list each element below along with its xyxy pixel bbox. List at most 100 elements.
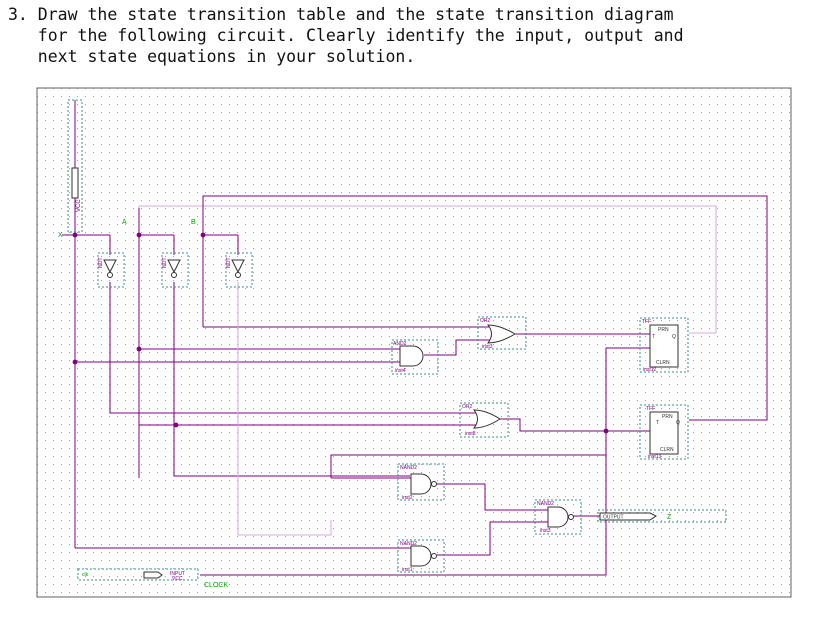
nand-gate-out-type: NAND2 [537,501,554,507]
nand-gate-a-inst: inst2 [402,495,413,501]
or-gate-top-type: OR2 [480,318,491,324]
junction-a [136,232,142,238]
nand-gate-a-type: NAND2 [400,465,417,471]
input-pin-x-frame [67,99,83,233]
tff-1-inst: inst12 [643,367,657,373]
or-gate-top-inst: inst3 [482,344,493,350]
signal-b-label: B [191,219,196,226]
nand-gate-b-inst: inst1 [402,567,413,573]
nand-gate-out: NAND2 inst3 [534,499,582,535]
tff-1-t: T [652,334,655,340]
junctions [72,232,609,434]
output-pin-z: OUTPUT Z [597,509,727,523]
tff-2-inst: inst13 [648,454,662,460]
wire-feedback-a [138,205,717,334]
input-pin-clock-body [143,571,163,579]
junction-x [72,232,78,238]
inverter-3-type: NOT [226,257,232,268]
inverter-3-bubble [235,272,241,278]
tff-2-frame [639,404,689,460]
and-gate-shape [399,345,424,367]
tff-1-clrn: CLRN [656,360,670,366]
or-gate-mid-type: OR2 [462,404,473,410]
wire-nand-b-out [437,521,548,556]
junction-b [200,232,206,238]
or-gate-top-shape [486,324,516,344]
inverter-1-type: NOT [98,257,104,268]
or-gate-mid-inst: inst8 [465,431,476,437]
tff-2-q: Q [676,420,680,426]
clock-input-text: INPUT [170,571,185,577]
clk-label: clk [82,572,89,578]
and-gate-type: AND2 [393,341,407,347]
nand-gate-a-shape [410,473,432,495]
question-line-2: for the following circuit. Clearly ident… [8,26,684,45]
nand-gate-b-frame [397,539,445,573]
tff-1-body [649,324,679,368]
inverter-3-frame [225,252,253,288]
inverter-3: NOT [225,252,253,288]
tff-2-clrn: CLRN [660,447,674,453]
inverter-2: NOT [161,252,189,288]
input-pin-clock: clk INPUT VCC CLOCK [77,568,228,589]
inverter-1: NOT [97,252,125,288]
inverter-1-shape [103,259,117,274]
nand-gate-a-bubble [431,481,437,487]
nand-gate-out-shape [547,506,569,528]
tff-1-type: TFF [642,319,651,325]
nand-gate-out-inst: inst3 [540,528,551,534]
question-text: 3. Draw the state transition table and t… [8,4,684,67]
output-pin-z-body [599,512,657,521]
inverter-3-shape [231,259,245,274]
and-gate: AND2 inst4 [391,339,439,375]
nand-gate-a-frame [397,463,445,501]
nand-gate-a: NAND2 inst2 [397,463,445,501]
nand-gate-b-bubble [431,553,437,559]
junction-a-or [173,422,179,428]
tff-2-type: TFF [646,406,655,412]
signal-x-label: X [58,232,63,239]
inverter-2-bubble [171,272,177,278]
wire-nand-a-in2 [173,282,410,477]
input-pin-clock-frame [77,568,199,581]
and-gate-inst: inst4 [395,368,406,374]
inverter-2-type: NOT [162,257,168,268]
input-pin-x: VCC X [58,99,83,239]
inverter-2-frame [161,252,189,288]
question-line-1: 3. Draw the state transition table and t… [8,5,674,24]
or-gate-mid: OR2 inst8 [459,402,509,438]
tff-2-t: T [656,420,659,426]
clock-label: CLOCK [204,582,228,589]
nand-gate-out-bubble [568,514,574,520]
tff-1-prn: PRN [658,327,669,333]
vcc-label: VCC [76,199,82,212]
nand-gate-b: NAND2 inst1 [397,539,445,573]
signal-a-label: A [122,219,127,226]
inverter-1-bubble [107,272,113,278]
wire-clock [200,347,650,576]
inverter-1-frame [97,252,125,288]
wire-nand-a-in1 [330,454,606,478]
nand-gate-b-type: NAND2 [400,541,417,547]
or-gate-mid-shape [472,409,501,429]
tff-2-body [649,411,679,455]
wire-and-to-or [424,339,490,356]
input-pin-x-body [71,167,79,199]
wire-notx-to-or-mid [109,282,478,414]
wire-nand-a-out [437,483,548,511]
junction-clock [603,428,609,434]
output-pin-z-frame [597,509,727,523]
tff-2-prn: PRN [662,414,673,420]
tff-1-frame [639,317,689,373]
or-gate-top-frame [477,316,527,350]
nand-gate-b-shape [410,545,432,567]
wire-or-mid-to-tff2 [500,418,650,432]
junction-x-and [72,359,78,365]
junction-a-and [136,346,142,352]
signal-z-label: Z [667,514,672,521]
or-gate-mid-frame [459,402,509,438]
inverter-2-shape [167,259,181,274]
or-gate-top: OR2 inst3 [477,316,527,350]
output-pin-text: OUTPUT [603,515,624,521]
